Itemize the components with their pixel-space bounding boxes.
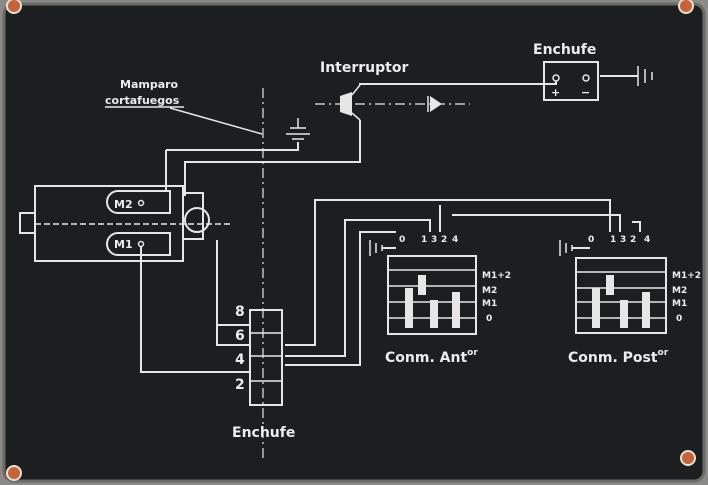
front-position-m2: M2: [482, 286, 497, 296]
rear-position-m12: M1+2: [672, 271, 701, 281]
rear-selector: 0 1 3 2 4 M1+2 M2 M1 0: [559, 235, 701, 334]
front-terminal-1: 1: [421, 235, 427, 245]
switch-label: Interruptor: [320, 60, 408, 76]
front-terminal-3: 3: [431, 235, 437, 245]
diode-icon: [427, 96, 442, 112]
rivets: [6, 0, 696, 481]
rivet-top-right: [678, 0, 694, 14]
rear-terminal-0: 0: [588, 235, 594, 245]
front-terminal-2: 2: [441, 235, 447, 245]
switch-icon: [315, 84, 470, 121]
front-selector-label: Conm. Antor: [385, 348, 478, 366]
rivet-bottom-left: [6, 465, 22, 481]
rear-position-m2: M2: [672, 286, 687, 296]
ground-icon: [286, 118, 310, 140]
socket-top: + −: [543, 61, 599, 101]
firewall-label-line2: cortafuegos: [105, 94, 180, 107]
front-position-m1: M1: [482, 299, 497, 309]
front-position-m12: M1+2: [482, 271, 511, 281]
front-terminal-4: 4: [452, 235, 458, 245]
rear-terminal-3: 3: [620, 235, 626, 245]
socket-pin-6: 6: [235, 328, 245, 344]
rivet-top-left: [6, 0, 22, 14]
socket-pin-8: 8: [235, 304, 245, 320]
ground-icon-rear: [559, 240, 590, 256]
motor-m2-label: M2: [114, 198, 133, 211]
front-terminal-0: 0: [399, 235, 405, 245]
socket-pin-4: 4: [235, 352, 245, 368]
rear-selector-label: Conm. Postor: [568, 348, 669, 366]
plate-background: [4, 4, 704, 481]
socket-minus-label: −: [581, 86, 590, 99]
wiper-motor: M2 M1: [19, 185, 230, 262]
socket-pin-2: 2: [235, 377, 245, 393]
ground-icon-front: [369, 240, 396, 256]
rear-position-m1: M1: [672, 299, 687, 309]
rivet-bottom-right: [680, 450, 696, 466]
front-position-0: 0: [486, 314, 492, 324]
rear-terminal-1: 1: [610, 235, 616, 245]
rear-position-0: 0: [676, 314, 682, 324]
socket-bottom: 8 6 4 2: [235, 304, 283, 406]
motor-m1-label: M1: [114, 238, 133, 251]
front-selector: 0 1 3 2 4 M1+2 M2 M1 0: [369, 235, 511, 335]
ground-icon-top: [600, 66, 653, 86]
socket-top-label: Enchufe: [533, 42, 596, 58]
rear-terminal-2: 2: [630, 235, 636, 245]
rear-terminal-4: 4: [644, 235, 650, 245]
wires: [140, 81, 641, 373]
socket-bottom-label: Enchufe: [232, 425, 295, 441]
socket-plus-label: +: [551, 86, 560, 99]
firewall-label-line1: Mamparo: [120, 78, 179, 91]
